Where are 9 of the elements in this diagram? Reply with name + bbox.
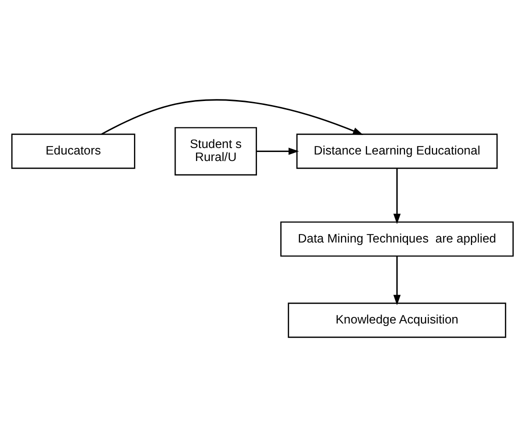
node-box: Educators — [11, 134, 136, 169]
node-box: Data Mining Techniques are applied — [280, 221, 514, 257]
arrow — [393, 256, 401, 306]
arrow — [256, 148, 299, 155]
node-box: Student s Rural/U — [174, 127, 257, 176]
arrow — [101, 99, 364, 136]
node-box: Knowledge Acquisition — [288, 302, 506, 338]
arrow — [393, 168, 401, 224]
node-box: Distance Learning Educational — [296, 134, 498, 169]
